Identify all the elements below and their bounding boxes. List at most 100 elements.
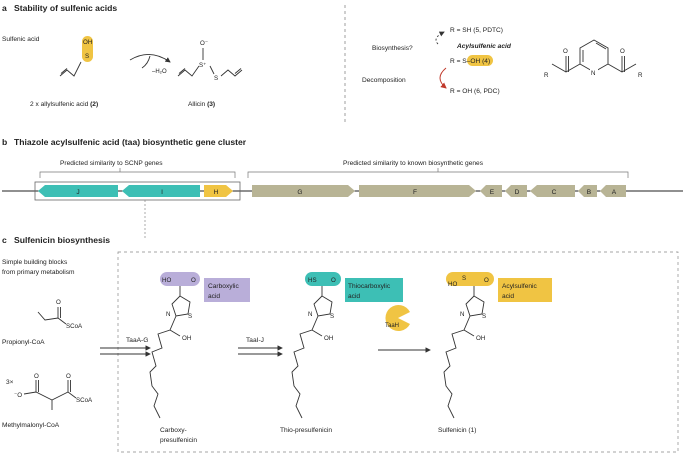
times-three: 3× bbox=[6, 379, 14, 386]
tag2-box bbox=[345, 278, 403, 302]
allylsulfenic-structure: OH S bbox=[59, 36, 93, 77]
c2-s: S bbox=[330, 313, 334, 320]
panel-a-letter: a bbox=[2, 3, 7, 13]
gene-j-label: J bbox=[76, 189, 79, 196]
gene-i-label: I bbox=[161, 189, 163, 196]
carboxy-o: O bbox=[191, 277, 196, 284]
decomposition-label: Decomposition bbox=[362, 77, 406, 84]
compound-sulfenicin: HO S O Acylsulfenic acid S N OH Sulfenic… bbox=[438, 272, 552, 434]
intro-line-1: Simple building blocks bbox=[2, 259, 68, 266]
gene-d: D bbox=[505, 185, 527, 197]
allicin-ss bbox=[209, 65, 215, 75]
chain-2 bbox=[291, 315, 319, 419]
gene-f-label: F bbox=[413, 189, 417, 196]
allylsulfenic-caption: 2 x allylsulfenic acid (2) bbox=[30, 101, 98, 108]
c3-s: S bbox=[482, 313, 486, 320]
tag1-box bbox=[204, 278, 250, 302]
gene-b-label: B bbox=[587, 189, 592, 196]
sulfenic-highlight bbox=[82, 36, 93, 62]
c2-n: N bbox=[308, 311, 312, 318]
decomposition-arrow bbox=[439, 67, 447, 89]
water-loss-label: –H₂O bbox=[152, 69, 167, 75]
pathway-box bbox=[117, 251, 679, 453]
gene-c: C bbox=[530, 185, 575, 197]
step1-label: TaaA-G bbox=[126, 337, 148, 344]
tag3-line1: Acylsulfenic bbox=[502, 283, 538, 290]
r-oh-label: R = OH (6, PDC) bbox=[450, 88, 500, 95]
n-mask bbox=[590, 67, 598, 76]
gene-b: B bbox=[578, 185, 597, 197]
gene-a: A bbox=[600, 185, 626, 197]
tag2-line2: acid bbox=[348, 293, 360, 300]
thio-highlight bbox=[305, 272, 341, 286]
name1-line2: presulfenicin bbox=[160, 437, 197, 444]
c2-oh: OH bbox=[324, 335, 333, 342]
step2-label: TaaI-J bbox=[246, 337, 264, 344]
propionyl-o: O bbox=[56, 299, 61, 306]
propionyl-label: Propionyl-CoA bbox=[2, 339, 45, 346]
right-r: R bbox=[638, 72, 643, 79]
thio-hs: HS bbox=[308, 277, 317, 284]
tag3-box bbox=[498, 278, 552, 302]
panel-b: b Thiazole acylsulfenic acid (taa) biosy… bbox=[2, 137, 683, 240]
methylmalonyl-coa-structure: 3× O O ⁻O SCoA bbox=[6, 373, 93, 410]
s-plus-label: S⁺ bbox=[199, 62, 206, 69]
gene-g-label: G bbox=[297, 189, 302, 196]
chain-1 bbox=[149, 315, 177, 419]
s-label: S bbox=[85, 53, 89, 60]
thiazole-3 bbox=[465, 295, 485, 317]
panel-c-letter: c bbox=[2, 235, 7, 245]
biosynthesis-label: Biosynthesis? bbox=[372, 45, 413, 52]
chain-3 bbox=[443, 315, 471, 419]
r-soh-label: R = S–OH (4) bbox=[450, 58, 490, 65]
pyridine-structure: N O R O R bbox=[544, 39, 643, 79]
panel-b-letter: b bbox=[2, 137, 7, 147]
thiazole-2 bbox=[313, 295, 333, 317]
gene-d-label: D bbox=[515, 189, 520, 196]
tag3-line2: acid bbox=[502, 293, 514, 300]
thio-o: O bbox=[331, 277, 336, 284]
left-r: R bbox=[544, 72, 549, 79]
condensation-arrow bbox=[129, 54, 171, 63]
left-group-label: Predicted similarity to SCNP genes bbox=[60, 160, 163, 167]
allicin-right-double bbox=[234, 68, 242, 74]
panel-a: a Stability of sulfenic acids Sulfenic a… bbox=[2, 3, 643, 125]
mm-scoa: SCoA bbox=[76, 397, 93, 404]
sulfenic-acid-label: Sulfenic acid bbox=[2, 36, 40, 43]
o-minus-label: O⁻ bbox=[200, 40, 208, 47]
allicin-caption: Allicin (3) bbox=[188, 101, 215, 108]
name1-line1: Carboxy- bbox=[160, 427, 187, 434]
soh-highlight bbox=[467, 55, 493, 66]
enzyme-label: TaaH bbox=[385, 323, 399, 329]
compound-thio: HS O Thiocarboxylic acid S N OH Thio-pre… bbox=[280, 272, 403, 434]
acylsulfenic-label: Acylsulfenic acid bbox=[456, 43, 512, 50]
allyl-double bbox=[60, 68, 68, 74]
carboxy-highlight bbox=[160, 272, 200, 286]
ring-double-2 bbox=[595, 42, 607, 50]
gene-h-label: H bbox=[214, 189, 219, 196]
panel-a-title: Stability of sulfenic acids bbox=[14, 3, 117, 13]
scnp-box bbox=[34, 181, 241, 201]
panel-c: c Sulfenicin biosynthesis Simple buildin… bbox=[2, 235, 679, 453]
compound-carboxy: HO O Carboxylic acid S N OH Carboxy- pre… bbox=[149, 272, 250, 444]
left-bracket bbox=[39, 171, 236, 178]
gene-g: G bbox=[252, 185, 355, 197]
gene-j: J bbox=[38, 185, 118, 197]
right-o: O bbox=[620, 48, 625, 55]
sulfenic-highlight-c bbox=[446, 272, 494, 286]
oh-label: OH bbox=[83, 39, 92, 46]
c3-n: N bbox=[460, 311, 464, 318]
allicin-left-chain bbox=[177, 65, 200, 77]
gene-e-label: E bbox=[490, 189, 495, 196]
left-o: O bbox=[563, 48, 568, 55]
right-group-label: Predicted similarity to known biosynthet… bbox=[343, 160, 484, 167]
methylmalonyl-label: Methylmalonyl-CoA bbox=[2, 422, 60, 429]
sulf-ho: HO bbox=[448, 281, 457, 288]
water-loss-curve bbox=[141, 55, 151, 69]
allicin-structure: O⁻ S⁺ S bbox=[177, 40, 243, 82]
sulf-o: O bbox=[484, 277, 489, 284]
panel-b-title: Thiazole acylsulfenic acid (taa) biosynt… bbox=[14, 137, 247, 147]
thiazole-1 bbox=[171, 295, 191, 317]
carboxy-ho: HO bbox=[162, 277, 171, 284]
